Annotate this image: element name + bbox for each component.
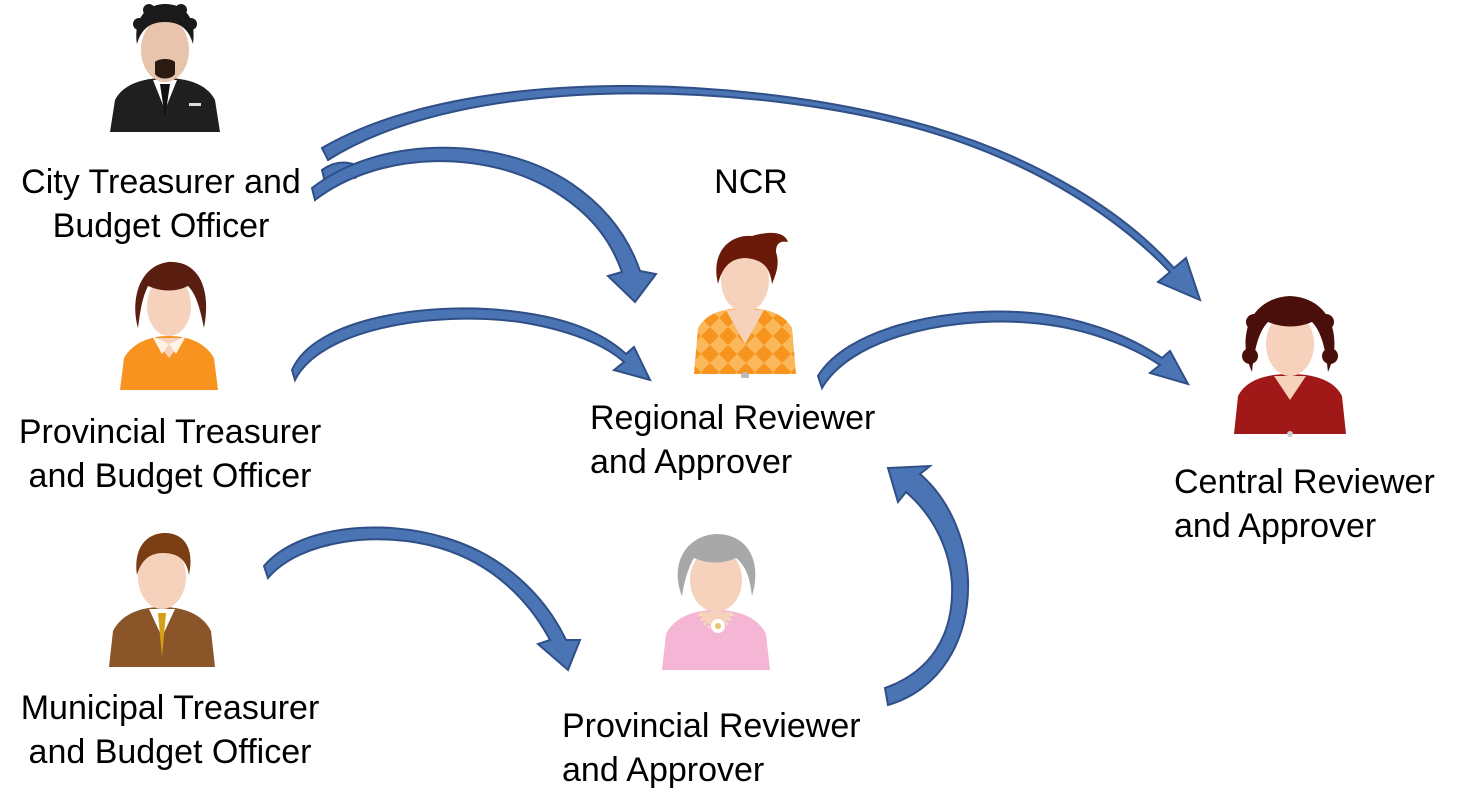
city-treasurer-label-line2: Budget Officer [52,207,270,245]
regional-reviewer-label-line1: Regional Reviewer [590,399,876,437]
regional-reviewer-label: Regional Reviewer and Approver [590,396,910,484]
central-reviewer-label-line1: Central Reviewer [1174,463,1435,501]
central-reviewer-label: Central Reviewer and Approver [1174,460,1464,548]
city-treasurer-label-line1: City Treasurer and [21,163,301,201]
central-reviewer-label-line2: and Approver [1174,507,1377,545]
man-brown-suit-icon [109,533,215,667]
arrow-city-to-regional [310,146,658,304]
arrow-municipal-to-provincial-reviewer [262,526,582,672]
elderly-woman-pink-icon [662,534,770,670]
woman-orange-blouse-icon [120,261,218,390]
man-orange-argyle-icon [694,232,796,378]
provincial-reviewer-label: Provincial Reviewer and Approver [562,704,892,792]
provincial-reviewer-label-line1: Provincial Reviewer [562,707,861,745]
arrow-provincial-to-regional [290,307,652,383]
region-label: NCR [714,163,788,201]
regional-reviewer-label-line2: and Approver [590,443,793,481]
woman-red-dress-icon [1234,296,1346,437]
provincial-treasurer-label-line1: Provincial Treasurer [18,413,322,451]
provincial-treasurer-label-line2: and Budget Officer [28,457,312,495]
provincial-reviewer-label-line2: and Approver [562,751,765,789]
municipal-treasurer-label-line1: Municipal Treasurer [20,689,320,727]
arrow-provincial-reviewer-to-regional [883,464,970,707]
arrow-regional-to-central [816,310,1191,391]
arrow-city-to-central [320,85,1202,302]
municipal-treasurer-label: Municipal Treasurer and Budget Officer [0,686,340,774]
provincial-treasurer-label: Provincial Treasurer and Budget Officer [0,410,340,498]
municipal-treasurer-label-line2: and Budget Officer [28,733,312,771]
man-black-suit-icon [110,4,220,132]
city-treasurer-label: City Treasurer and Budget Officer [0,160,322,248]
